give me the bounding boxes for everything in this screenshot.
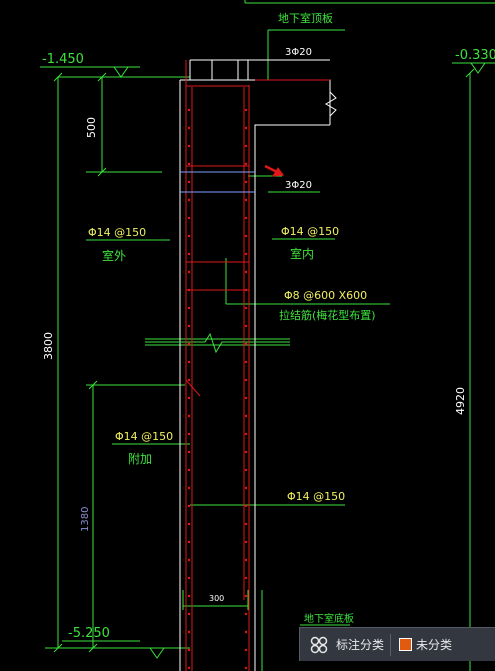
wall-outline [145,59,337,671]
rebar-dot [244,288,248,292]
rebar-dot [187,630,191,634]
tie-note-label: 拉结筋(梅花型布置) [279,308,376,322]
left-elevation-bottom: -5.250 [68,626,110,641]
rebar-dot [244,180,248,184]
dim-500: 500 [85,117,98,138]
rebar-dot [244,108,248,112]
rebar-dot [187,558,191,562]
top-bars-label: 3Φ20 [285,47,312,58]
rebar-dot [244,396,248,400]
mid-bars-label: 3Φ20 [285,180,312,191]
tie-rebar-label: Φ8 @600 X600 [284,289,367,302]
rebar-dot [244,648,248,652]
added-inner-rebar-label: Φ14 @150 [287,490,345,503]
dim-300: 300 [209,594,224,603]
rebar-dot [244,216,248,220]
rebar-dot [244,360,248,364]
rebar-dot [187,306,191,310]
divider [390,633,392,656]
rebar-dot [187,504,191,508]
rebar-dot [244,342,248,346]
rebar-dot [187,468,191,472]
rebar-dot [244,270,248,274]
rebar-dot [244,468,248,472]
rebar-dot [187,414,191,418]
dim-1380: 1380 [80,507,91,532]
rebar-dot [244,576,248,580]
rebar-dot [244,432,248,436]
rebar-dot [187,270,191,274]
rebar-dot [187,234,191,238]
rebar-dot [187,576,191,580]
rebar-dot [187,378,191,382]
right-elevation-top: -0.330 [455,48,495,63]
rebar-dot [244,252,248,256]
rebar-dot [187,360,191,364]
rebar-dot [244,198,248,202]
rebar-dot [244,612,248,616]
category-name[interactable]: 未分类 [416,638,453,652]
rebar-dot [244,666,248,670]
inner-side-label: 室内 [290,246,314,261]
rebar-dot [187,162,191,166]
rebar-dot [244,594,248,598]
left-elevation-top: -1.450 [42,52,84,67]
rebar-dot [244,558,248,562]
rebar-dot [187,288,191,292]
section-lines [180,171,255,193]
rebar-dot [244,414,248,418]
outer-rebar-label: Φ14 @150 [88,226,146,239]
rebar-dot [244,450,248,454]
rebar-dot [187,180,191,184]
rebar-dot [187,108,191,112]
rebar-dot [244,540,248,544]
rebar-dot [244,522,248,526]
added-rebar-label: Φ14 @150 [115,430,173,443]
rebar-dot [187,216,191,220]
rebar-dot [187,486,191,490]
rebar-dot [244,504,248,508]
rebar-dot [244,324,248,328]
rebar-dot [187,522,191,526]
rebar-dots [187,108,248,670]
inner-rebar-label: Φ14 @150 [281,225,339,238]
rebar-dot [187,252,191,256]
dimension-lines [40,0,495,671]
rebar-dot [187,396,191,400]
rebar-dot [187,432,191,436]
rebar-dot [187,198,191,202]
dim-4920: 4920 [454,387,467,415]
added-label: 附加 [128,452,152,466]
rebar-dot [187,594,191,598]
rebar-dot [244,234,248,238]
rebar-dot [187,126,191,130]
bottom-slab-title: 地下室底板 [304,612,354,625]
rebar-lines [185,60,330,671]
rebar-dot [244,162,248,166]
category-color-swatch[interactable] [399,638,413,651]
rebar-dot [187,324,191,328]
annotation-category-label[interactable]: 标注分类 [336,638,385,652]
rebar-dot [187,342,191,346]
dim-3800: 3800 [42,332,55,360]
rebar-dot [187,666,191,670]
outer-side-label: 室外 [102,248,126,263]
annotation-category-bar: 标注分类 未分类 [299,627,495,661]
rebar-dot [244,126,248,130]
rebar-dot [244,378,248,382]
top-slab-title: 地下室顶板 [278,11,333,25]
rebar-dot [244,486,248,490]
rebar-dot [187,648,191,652]
rebar-dot [187,612,191,616]
rebar-dot [244,306,248,310]
rebar-dot [244,630,248,634]
rebar-dot [244,144,248,148]
rebar-dot [187,144,191,148]
rebar-dot [187,450,191,454]
rebar-dot [187,540,191,544]
category-grid-icon[interactable] [306,632,332,658]
